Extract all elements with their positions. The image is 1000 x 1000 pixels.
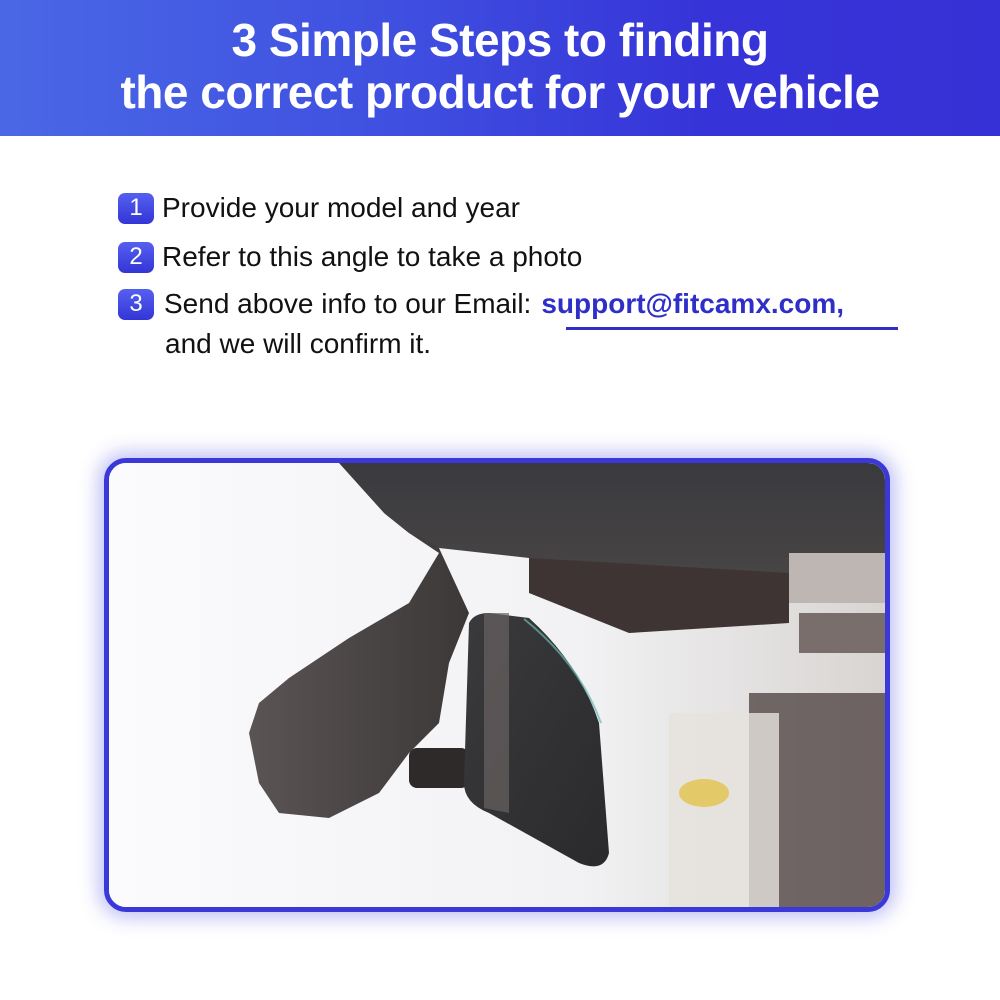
step-2: 2 Refer to this angle to take a photo — [118, 241, 582, 273]
step-3: 3 Send above info to our Email: support@… — [118, 288, 844, 320]
support-email-link[interactable]: support@fitcamx.com, — [541, 288, 845, 319]
dashcam-photo — [109, 463, 885, 907]
step-number-badge: 2 — [118, 241, 154, 273]
step-number-badge: 1 — [118, 192, 154, 224]
step-1: 1 Provide your model and year — [118, 192, 520, 224]
step-text: Send above info to our Email: — [164, 288, 532, 319]
product-photo-frame — [104, 458, 890, 912]
email-underline — [566, 327, 898, 330]
step-text: Provide your model and year — [162, 192, 520, 223]
step-number-badge: 3 — [118, 288, 154, 320]
step-text: Refer to this angle to take a photo — [162, 241, 583, 272]
step-3-continuation: and we will confirm it. — [165, 328, 432, 359]
